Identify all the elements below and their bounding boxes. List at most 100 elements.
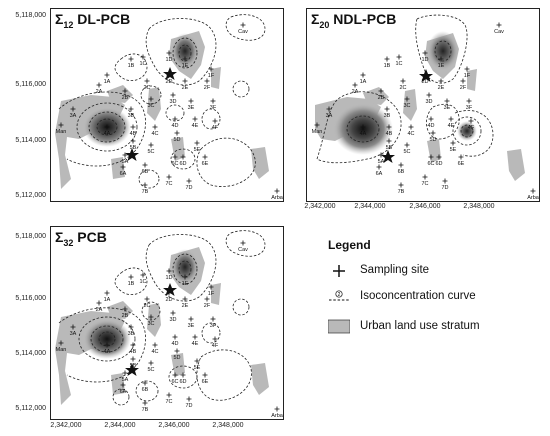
plus-icon — [378, 88, 384, 94]
plus-icon — [148, 360, 154, 366]
sampling-site: 5C — [403, 142, 411, 155]
sampling-site: 4B — [130, 342, 137, 355]
hotspot-1e — [171, 249, 199, 285]
site-label: Arba — [271, 413, 283, 419]
sampling-site: 5D — [173, 130, 181, 143]
sampling-site: 5A — [122, 152, 129, 165]
site-label: 1B — [128, 281, 135, 287]
site-label: 2D — [165, 79, 172, 85]
sampling-site: 4D — [171, 334, 179, 347]
site-label: 3D — [169, 317, 176, 323]
star-icon — [381, 150, 395, 163]
plus-icon — [142, 400, 148, 406]
plus-icon — [182, 296, 188, 302]
sampling-site: 1F — [208, 66, 215, 79]
sampling-site: Man — [312, 122, 322, 135]
legend-label: Isoconcentration curve — [360, 290, 476, 302]
sampling-site: 1E — [182, 274, 189, 287]
sampling-site: 4F — [468, 118, 475, 131]
site-label: 4D — [171, 341, 178, 347]
plus-icon — [144, 296, 150, 302]
y-tick-label: 5,112,000 — [15, 192, 46, 199]
plus-icon — [530, 188, 536, 194]
site-label: 4B — [386, 131, 393, 137]
sampling-site: 6A — [376, 164, 383, 177]
hotspot-1e — [427, 31, 459, 71]
sampling-site: 4E — [192, 116, 199, 129]
sampling-site: 1C — [395, 54, 403, 67]
sampling-site: 3F — [210, 98, 217, 111]
plus-icon — [464, 66, 470, 72]
plus-icon — [442, 178, 448, 184]
sampling-site: 2A — [96, 300, 103, 313]
plus-icon — [152, 342, 158, 348]
sampling-site: 2F — [460, 78, 467, 91]
plus-icon — [450, 140, 456, 146]
site-label: 4A — [104, 349, 111, 355]
site-label: 2B — [122, 95, 129, 101]
site-label: Cav — [494, 29, 504, 35]
sampling-site: 3D — [425, 92, 433, 105]
site-label: 7D — [441, 185, 448, 191]
sampling-site: 4D — [171, 116, 179, 129]
site-label: 5C — [403, 149, 410, 155]
sampling-site: 2E — [182, 296, 189, 309]
site-label: 6B — [142, 169, 149, 175]
sampling-site: 3C — [403, 96, 411, 109]
site-label: 4F — [468, 125, 475, 131]
plus-icon — [128, 56, 134, 62]
plus-icon — [422, 174, 428, 180]
site-label: 3D — [425, 99, 432, 105]
dashed-line-icon: 2 — [329, 290, 350, 301]
plus-icon — [204, 78, 210, 84]
sampling-site: 6B — [398, 162, 405, 175]
plus-icon — [496, 22, 502, 28]
site-label: 2A — [352, 89, 359, 95]
sampling-site: 6C — [171, 372, 179, 385]
site-label: 5B — [130, 145, 137, 151]
panel-title: Σ12 DL-PCB — [55, 11, 131, 30]
plus-icon — [58, 340, 64, 346]
site-label: Man — [56, 347, 67, 353]
sampling-site: 1B — [384, 56, 391, 69]
x-tick-label: 2,348,000 — [463, 203, 495, 210]
site-label: 3B — [384, 113, 391, 119]
site-label: 3D — [169, 99, 176, 105]
plus-icon — [104, 342, 110, 348]
site-label: 1E — [182, 281, 189, 287]
site-label: 2B — [378, 95, 385, 101]
sampling-site: 5E — [194, 358, 201, 371]
plus-icon — [398, 162, 404, 168]
isoconcentration-curves — [58, 14, 266, 189]
plus-icon — [166, 72, 172, 78]
sampling-site: 5E — [450, 140, 457, 153]
plus-icon — [430, 130, 436, 136]
sampling-site: 2B — [122, 88, 129, 101]
site-label: 7D — [185, 403, 192, 409]
sampling-site: 4A — [104, 124, 111, 137]
sampling-site: 2E — [438, 78, 445, 91]
sampling-site: 7D — [185, 396, 193, 409]
plus-icon — [58, 122, 64, 128]
plus-icon — [438, 56, 444, 62]
sampling-site: 3C — [147, 96, 155, 109]
site-label: 1C — [139, 279, 146, 285]
site-label: 1A — [104, 79, 111, 85]
sampling-site: 5C — [147, 142, 155, 155]
site-label: Man — [56, 129, 67, 135]
plus-icon — [404, 96, 410, 102]
site-label: 5E — [194, 147, 201, 153]
sampling-site: 3F — [466, 98, 473, 111]
sampling-site: 6E — [202, 154, 209, 167]
site-label: 6E — [202, 161, 209, 167]
site-label: 2A — [96, 307, 103, 313]
plus-icon — [130, 124, 136, 130]
plus-icon — [166, 50, 172, 56]
sampling-site: 1D — [165, 50, 173, 63]
plus-icon — [428, 154, 434, 160]
plus-icon — [274, 188, 280, 194]
sampling-site: 5D — [429, 130, 437, 143]
site-label: 1C — [139, 61, 146, 67]
site-label: 5E — [194, 365, 201, 371]
site-label: 2E — [182, 85, 189, 91]
